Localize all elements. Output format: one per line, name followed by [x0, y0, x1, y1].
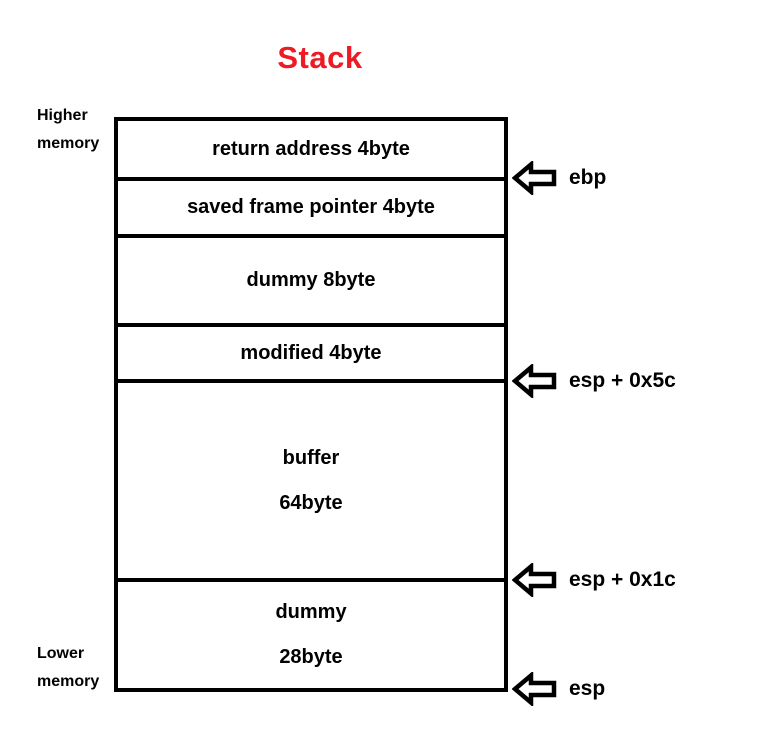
- stack-cell-buffer: buffer 64byte: [118, 383, 504, 582]
- left-block-arrow-icon: [512, 161, 557, 195]
- pointer-ebp: ebp: [512, 160, 606, 196]
- left-block-arrow-icon: [512, 364, 557, 398]
- cell-label: buffer: [282, 446, 340, 469]
- cell-label: dummy: [275, 601, 347, 623]
- cell-label: 28byte: [279, 646, 343, 668]
- stack-cell-dummy-8byte: dummy 8byte: [118, 238, 504, 327]
- diagram-title: Stack: [277, 40, 363, 75]
- cell-label: saved frame pointer 4byte: [187, 196, 435, 218]
- pointer-label-ebp: ebp: [569, 166, 607, 189]
- pointer-label-esp: esp: [569, 677, 606, 700]
- higher-memory-label: Higher memory: [37, 102, 99, 158]
- cell-label: 64byte: [279, 491, 343, 514]
- left-block-arrow-icon: [512, 672, 557, 706]
- higher-memory-line1: Higher: [37, 107, 88, 124]
- pointer-label-esp-0x5c: esp + 0x5c: [569, 369, 676, 392]
- cell-label: modified 4byte: [240, 341, 382, 364]
- lower-memory-label: Lower memory: [37, 640, 99, 696]
- left-block-arrow-icon: [512, 563, 557, 597]
- pointer-esp: esp: [512, 671, 605, 707]
- stack-cell-dummy-28byte: dummy 28byte: [118, 582, 504, 688]
- stack-cell-return-address: return address 4byte: [118, 121, 504, 181]
- lower-memory-line1: Lower: [37, 645, 85, 662]
- pointer-esp-0x5c: esp + 0x5c: [512, 363, 676, 399]
- cell-label: dummy 8byte: [246, 269, 376, 291]
- lower-memory-line2: memory: [37, 673, 100, 690]
- cell-label: return address 4byte: [212, 137, 410, 160]
- pointer-label-esp-0x1c: esp + 0x1c: [569, 568, 676, 591]
- stack-cell-saved-frame-pointer: saved frame pointer 4byte: [118, 181, 504, 238]
- higher-memory-line2: memory: [37, 135, 100, 152]
- stack-box: return address 4byte saved frame pointer…: [114, 117, 508, 692]
- pointer-esp-0x1c: esp + 0x1c: [512, 562, 676, 598]
- stack-cell-modified-4byte: modified 4byte: [118, 327, 504, 383]
